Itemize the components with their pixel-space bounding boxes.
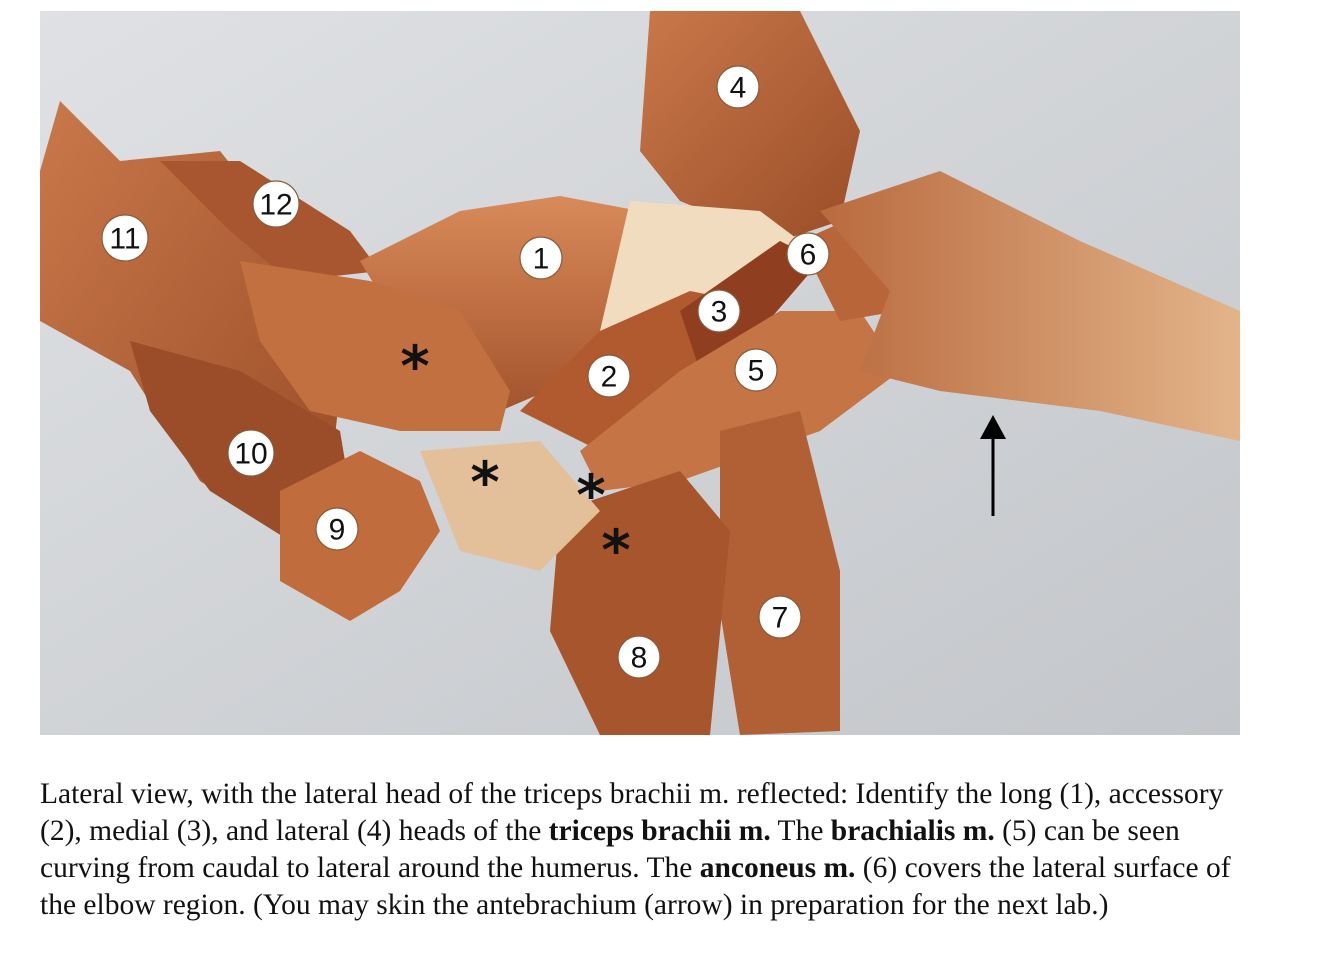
- asterisk-4: *: [601, 519, 630, 584]
- svg-text:6: 6: [800, 239, 817, 272]
- svg-text:12: 12: [259, 189, 292, 222]
- asterisk-3: *: [576, 464, 605, 529]
- muscle-9: [280, 451, 440, 621]
- term-triceps-brachii: triceps brachii m.: [548, 815, 771, 847]
- label-12: 12: [252, 180, 300, 228]
- muscle-medial-head: [680, 241, 820, 371]
- reflected-lateral-head: [240, 261, 510, 431]
- label-2: 2: [587, 354, 631, 398]
- elbow-tendon: [420, 441, 600, 571]
- muscle-7: [720, 411, 840, 735]
- svg-text:5: 5: [748, 355, 765, 388]
- up-arrow-icon: [980, 415, 1006, 516]
- figure-caption: Lateral view, with the lateral head of t…: [40, 778, 1231, 921]
- muscle-brachialis: [580, 311, 900, 491]
- label-9: 9: [315, 507, 359, 551]
- muscle-long-head: [360, 196, 640, 411]
- label-3: 3: [697, 289, 741, 333]
- term-brachialis: brachialis m.: [830, 815, 995, 847]
- term-anconeus: anconeus m.: [699, 852, 856, 884]
- svg-text:10: 10: [234, 438, 267, 471]
- label-7: 7: [758, 595, 802, 639]
- label-5: 5: [734, 348, 778, 392]
- label-10: 10: [227, 429, 275, 477]
- label-11: 11: [101, 214, 149, 262]
- svg-text:9: 9: [329, 514, 346, 547]
- tendon-band: [600, 201, 800, 331]
- dissection-photo: 1 2 3 4 5 6 7 8 9 10 11 12 * * * *: [40, 11, 1240, 735]
- antebrachium: [820, 171, 1240, 441]
- svg-text:1: 1: [533, 243, 550, 276]
- asterisk-2: *: [470, 451, 499, 516]
- svg-text:3: 3: [711, 296, 728, 329]
- label-8: 8: [617, 635, 661, 679]
- svg-text:2: 2: [601, 361, 618, 394]
- svg-text:4: 4: [730, 72, 747, 105]
- asterisk-1: *: [400, 335, 429, 400]
- svg-text:8: 8: [631, 642, 648, 675]
- label-6: 6: [786, 232, 830, 276]
- svg-text:7: 7: [772, 602, 789, 635]
- label-1: 1: [519, 236, 563, 280]
- label-4: 4: [716, 65, 760, 109]
- svg-text:11: 11: [109, 223, 140, 256]
- muscle-lateral-head: [640, 11, 860, 241]
- muscle-8: [550, 471, 730, 735]
